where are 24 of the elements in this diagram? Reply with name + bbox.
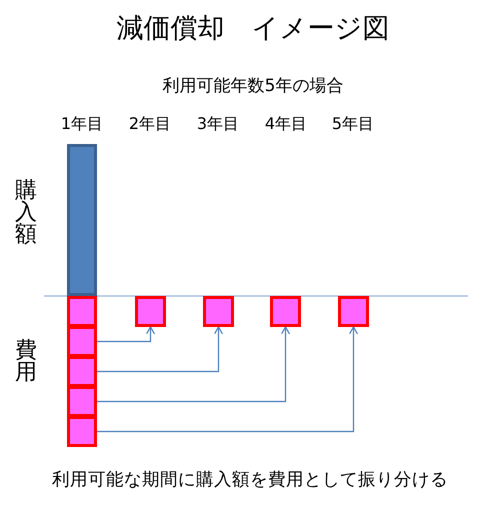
bar-label: 購入額 <box>15 180 37 246</box>
year-header: 3年目 <box>196 115 240 133</box>
expense-square <box>270 296 301 327</box>
arrow <box>97 326 156 342</box>
expense-square <box>67 416 97 447</box>
arrow <box>97 326 290 402</box>
expense-square <box>135 296 166 327</box>
expense-square <box>338 296 369 327</box>
year-header: 1年目 <box>60 115 104 133</box>
year-header: 2年目 <box>128 115 172 133</box>
bar <box>67 144 97 296</box>
expense-square <box>203 296 234 327</box>
expense-square <box>67 326 97 357</box>
arrow <box>97 326 224 372</box>
caption: 利用可能な期間に購入額を費用として振り分ける <box>52 471 448 490</box>
subtitle: 利用可能年数5年の場合 <box>162 77 344 96</box>
title: 減価償却 イメージ図 <box>116 14 390 44</box>
side-label: 費用 <box>15 340 37 384</box>
expense-square <box>67 386 97 417</box>
arrow <box>97 326 358 432</box>
expense-square <box>67 296 97 327</box>
year-header: 4年目 <box>264 115 308 133</box>
expense-square <box>67 356 97 387</box>
year-header: 5年目 <box>332 115 374 133</box>
